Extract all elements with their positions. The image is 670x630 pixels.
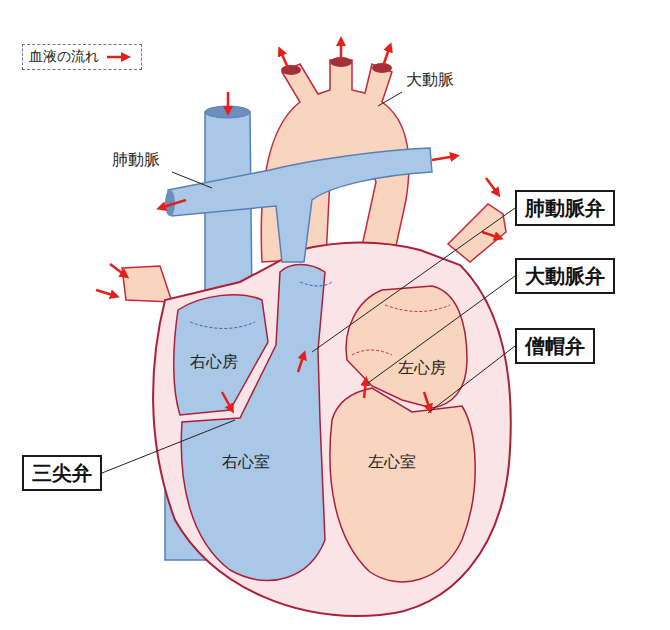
valve-name: 大動脈弁 <box>525 263 605 289</box>
part-label: 右心房 <box>190 352 238 371</box>
valve-name: 三尖弁 <box>32 460 92 486</box>
vessel-opening <box>190 322 255 329</box>
leader-line <box>428 346 515 413</box>
vessel-opening <box>352 350 392 355</box>
left-atrium <box>346 286 467 408</box>
valve-label-box: 肺動脈弁 <box>515 190 615 226</box>
pulmonary-vein <box>122 266 172 302</box>
pulmonary-artery <box>168 148 432 262</box>
leader-line <box>378 92 402 106</box>
valve-label-box: 僧帽弁 <box>515 328 595 364</box>
leader-line <box>102 420 235 473</box>
legend: 血液の流れ <box>22 44 142 70</box>
left-ventricle <box>330 388 475 582</box>
leader-line <box>172 172 212 188</box>
flow-arrows <box>96 40 500 410</box>
pulmonary-vein <box>448 204 506 262</box>
vessel-opening <box>281 65 301 75</box>
valve-label-box: 三尖弁 <box>22 455 102 491</box>
valve-label-box: 大動脈弁 <box>515 258 615 294</box>
valve-name: 肺動脈弁 <box>525 195 605 221</box>
part-label: 左心房 <box>398 358 446 377</box>
leader-line <box>368 276 515 383</box>
leader-line <box>312 208 515 352</box>
part-label: 左心室 <box>368 452 416 471</box>
vessel-opening <box>385 305 450 312</box>
right-ventricle <box>181 265 325 581</box>
legend-arrow-sample <box>105 49 135 65</box>
vessel-opening <box>372 63 392 73</box>
heart-wall <box>153 243 511 616</box>
vessel-opening <box>300 282 332 286</box>
part-label: 右心室 <box>222 452 270 471</box>
legend-text: 血液の流れ <box>29 48 99 66</box>
part-label: 肺動脈 <box>112 150 160 169</box>
part-label: 大動脈 <box>406 70 454 89</box>
valve-name: 僧帽弁 <box>525 333 585 359</box>
